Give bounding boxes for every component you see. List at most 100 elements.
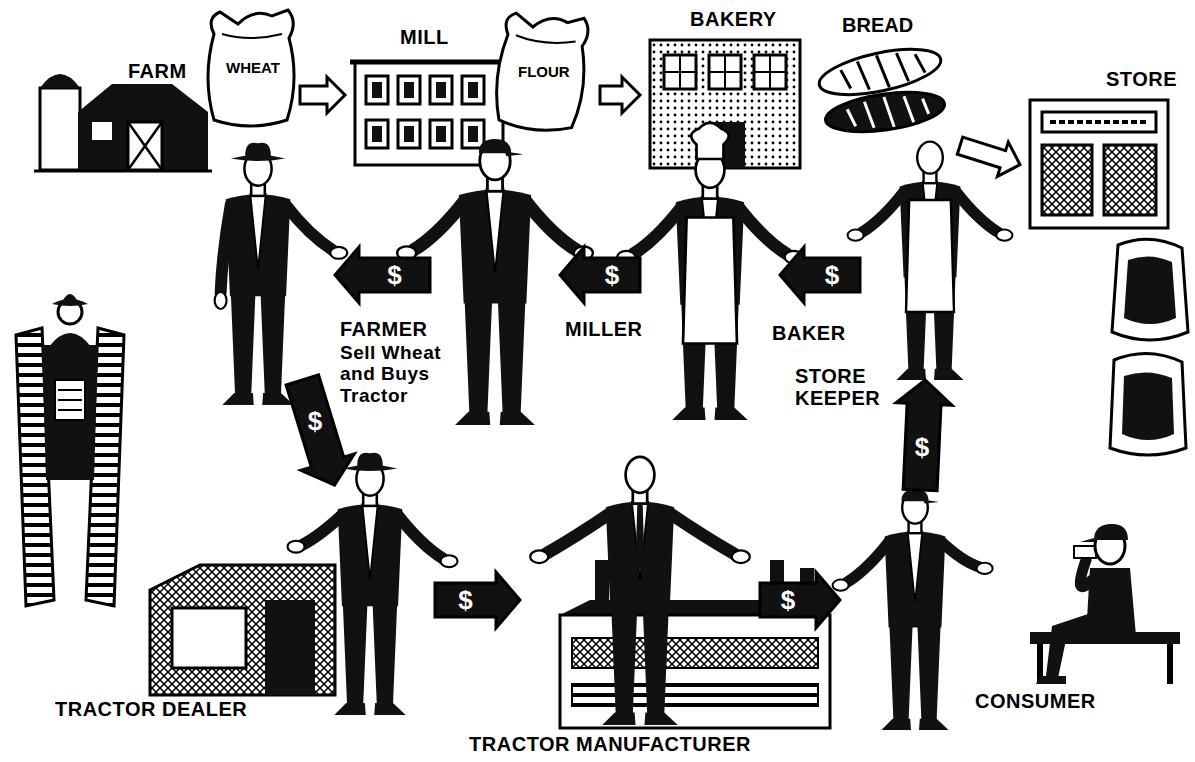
arm (546, 513, 735, 554)
tie (636, 505, 645, 571)
place-node: FARM (30, 20, 300, 170)
arm (413, 201, 576, 250)
seated-shoe (1036, 676, 1066, 684)
person-node: BAKER (640, 170, 780, 380)
hand (441, 555, 458, 567)
bakery-building (650, 40, 800, 168)
role-label: STORE KEEPER (795, 365, 890, 410)
showroom-window (172, 608, 246, 668)
chef-hat (691, 123, 728, 159)
dealer-showroom (150, 565, 335, 695)
money-arrow (896, 380, 952, 491)
hand (215, 292, 227, 309)
farmer-figure (215, 143, 348, 405)
dealer-figure (288, 453, 458, 715)
showroom-door (265, 600, 315, 695)
hand (996, 230, 1012, 241)
barn-window (92, 122, 112, 140)
dealer-building (150, 565, 335, 695)
person-node: TRACTOR DEALER (305, 485, 435, 715)
sack-tie (515, 35, 575, 45)
window-grid (664, 55, 786, 89)
person-body (222, 152, 293, 405)
bread-loaf (823, 86, 947, 138)
role-label: FARMER (340, 318, 450, 340)
place-label: STORE (1106, 68, 1195, 90)
hand (530, 550, 548, 563)
mill-roof (350, 60, 508, 65)
role-label: TRACTOR DEALER (55, 698, 355, 720)
silo-dome (40, 74, 80, 88)
factory-windows (572, 638, 818, 668)
sack-label: WHEAT (226, 60, 296, 77)
person-body (672, 152, 748, 420)
loaf-slash (846, 91, 930, 133)
place-node: BAKERY (640, 20, 960, 170)
mill-illustration (350, 10, 590, 165)
bag-print (1124, 256, 1176, 324)
money-symbol: $ (915, 434, 929, 460)
money-symbol: $ (387, 262, 401, 288)
bread-bag (1112, 239, 1188, 340)
store-window (1104, 145, 1156, 215)
money-symbol: $ (308, 408, 322, 434)
money-symbol: $ (825, 262, 839, 288)
goods-arrow (300, 77, 345, 113)
person-body (455, 142, 535, 425)
store-window (1042, 145, 1092, 215)
role-note: Sell Wheat and Buys Tractor (340, 342, 450, 406)
person-body (881, 492, 948, 730)
sack-label: FLOUR (518, 64, 588, 81)
sack-outline (492, 10, 590, 134)
consumer-figure (833, 489, 993, 730)
arm (221, 204, 333, 292)
person-body (334, 462, 405, 715)
cap (479, 139, 524, 156)
money-arrow (780, 247, 860, 303)
goods-arrow (957, 137, 1020, 176)
loaf-outline (823, 86, 947, 138)
sack-tie (222, 34, 282, 38)
tractor-radiator (55, 380, 85, 420)
role-label: TRACTOR MANUFACTURER (400, 733, 820, 755)
cowboy-hat (231, 143, 285, 161)
hand (848, 230, 864, 241)
hand (288, 541, 305, 553)
hand (732, 550, 750, 563)
sign-lettering (1050, 120, 1148, 124)
tractor-body (42, 345, 98, 480)
product-label: BREAD (842, 14, 932, 36)
driver-shoulders (48, 333, 92, 348)
baker-figure (617, 123, 802, 420)
farm-illustration (34, 10, 294, 171)
loaf-slash (839, 46, 926, 96)
place-label: FARM (128, 60, 218, 82)
money-symbol: $ (781, 587, 795, 613)
radiator-grille (58, 390, 82, 410)
bread-bag (1110, 353, 1186, 455)
door-brace (128, 122, 162, 170)
flour-sack (492, 10, 590, 134)
money-arrow (335, 247, 430, 303)
person-node: STORE KEEPER (860, 170, 1000, 380)
arm (846, 541, 979, 583)
role-label: CONSUMER (975, 690, 1115, 712)
driver-hat (52, 294, 88, 306)
person-node: FARMERSell Wheat and Buys Tractor (205, 170, 335, 380)
person-node: CONSUMER (840, 490, 990, 710)
seated-man (1030, 524, 1180, 684)
money-arrow (560, 247, 640, 303)
apron (906, 200, 954, 312)
money-symbol: $ (458, 587, 472, 613)
window-pane (372, 82, 478, 142)
storekeeper-figure (848, 142, 1013, 380)
seated-leg (1046, 614, 1110, 678)
place-node: MILL (345, 20, 600, 170)
place-label: MILL (400, 26, 480, 48)
factory-wall (560, 615, 830, 728)
silo (40, 88, 80, 170)
bag-print (1122, 372, 1174, 440)
